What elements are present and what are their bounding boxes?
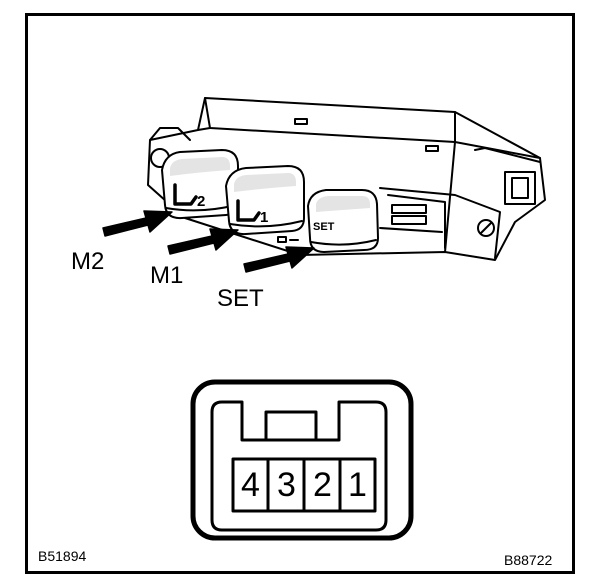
set-button: [307, 189, 379, 253]
m1-button: [225, 165, 305, 236]
pin-2: 2: [313, 466, 332, 504]
m2-press-arrow: [102, 210, 173, 237]
set-button-label: SET: [313, 221, 335, 233]
connector-key: [264, 410, 318, 440]
figure-code-right: B88722: [504, 552, 553, 568]
connector-outer: [190, 379, 414, 541]
figure-code-left: B51894: [38, 548, 87, 564]
pin-4: 4: [241, 466, 260, 504]
m2-button: [161, 149, 239, 220]
m1-label: M1: [150, 262, 184, 289]
m2-label: M2: [71, 248, 105, 275]
set-press-arrow: [243, 246, 315, 273]
diagram-frame: [25, 13, 575, 574]
pin-1: 1: [348, 466, 367, 504]
pin-3: 3: [277, 466, 296, 504]
m2-button-number: 2: [197, 193, 205, 210]
m2-seat-icon: [173, 183, 198, 206]
m1-button-number: 1: [260, 209, 268, 226]
connector-inner: [210, 400, 388, 532]
set-label: SET: [217, 285, 264, 312]
m1-seat-icon: [236, 199, 261, 222]
m1-press-arrow: [167, 228, 239, 255]
